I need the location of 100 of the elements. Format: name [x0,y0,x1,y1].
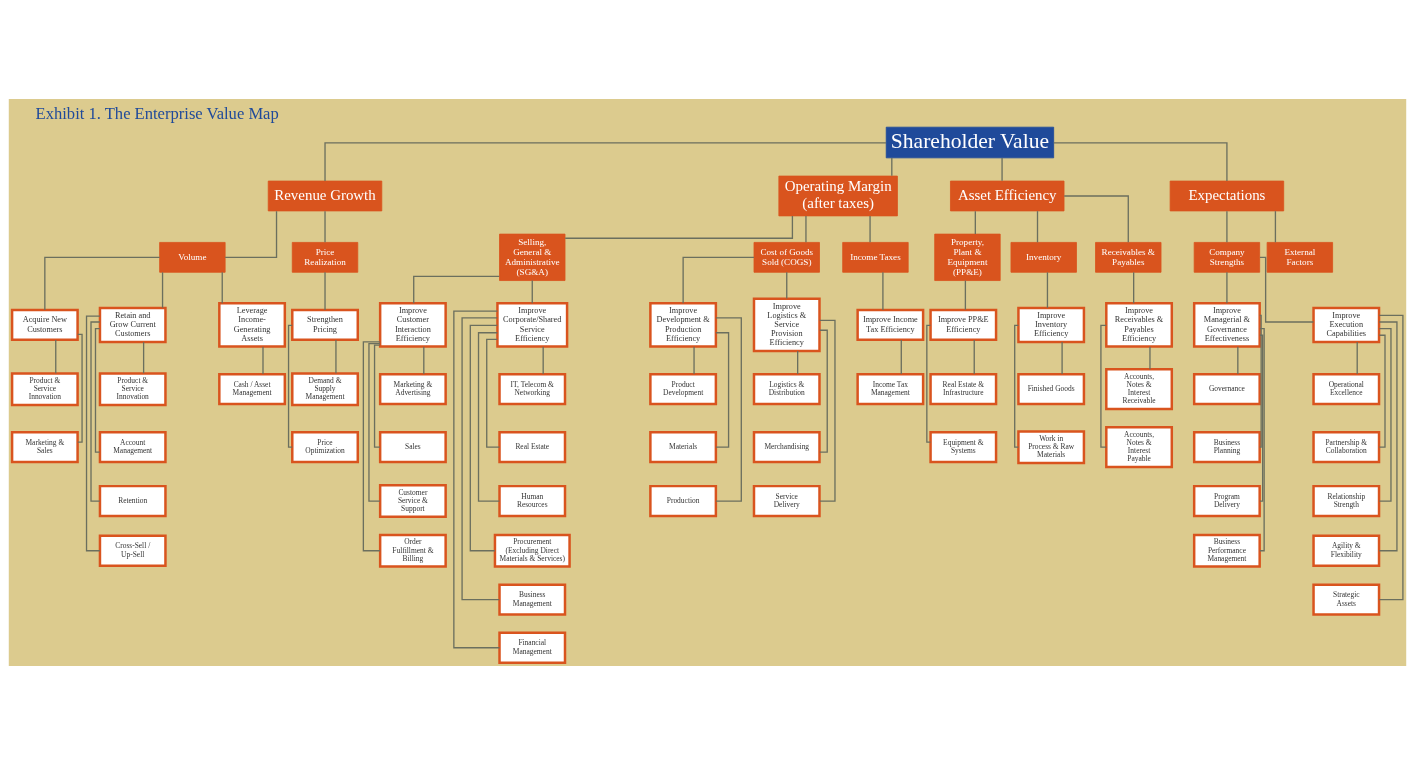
node-box: Improve PP&E Efficiency [929,308,998,342]
connector [1378,314,1404,601]
connector [1259,256,1315,323]
node-box: Cost of Goods Sold (COGS) [753,242,820,273]
connector [973,339,975,375]
connector [44,256,161,311]
connector [161,271,164,309]
connector [224,210,278,258]
connector [682,256,755,304]
connector [1237,345,1239,375]
node-box: Improve Income Tax Efficiency [856,308,925,342]
node-box: Program Delivery [1192,484,1261,518]
node-box: Acquire New Customers [10,308,79,342]
node-box: Work in Process & Raw Materials [1017,430,1086,465]
node-box: Agility & Flexibility [1312,534,1381,567]
node-box: Improve Development & Production Efficiency [649,302,718,348]
connector [797,350,799,375]
connector [531,279,533,304]
connector [94,327,101,453]
connector [453,310,501,649]
connector [324,271,326,311]
connector [786,271,788,300]
connector [1356,341,1358,375]
node-box: Volume [159,242,226,273]
connector [1259,314,1262,448]
connector [964,279,967,311]
connector [461,317,500,601]
node-box: Production [649,484,718,518]
connector [85,315,101,552]
node-box: Business Management [498,583,567,616]
connector [413,275,500,304]
node-box: IT, Telecom & Networking [498,372,567,406]
connector [974,210,976,235]
connector [486,338,501,448]
connector [1014,324,1019,448]
node-box: Retention [98,484,167,518]
connector [324,210,326,243]
connector [77,333,83,443]
node-box: Improve Managerial & Governance Effectiveness [1192,302,1261,348]
connector [469,324,498,552]
node-box: Real Estate [498,431,567,464]
node-box: Revenue Growth [267,180,383,212]
node-box: Sales [378,431,447,464]
connector [1259,334,1264,502]
node-box: Cash / Asset Management [218,372,287,406]
node-box: Financial Management [498,631,567,664]
connector [819,329,828,453]
connector [1226,271,1228,304]
connector [1046,271,1049,309]
connector [287,324,293,448]
node-box: Relationship Strength [1312,484,1381,518]
node-box: Improve Corporate/Shared Service Efficiency [496,302,569,348]
connector [1378,327,1392,502]
node-box: Procurement (Excluding Direct Materials & Services) [493,533,571,568]
connector [1036,210,1039,243]
node-box: Asset Efficiency [950,180,1065,212]
node-box: Governance [1192,372,1261,406]
node-box: Equipment & Systems [929,431,998,464]
node-box: Improve Customer Interaction Efficiency [378,302,447,348]
connector [55,339,57,374]
connector [373,344,381,448]
connector [477,332,501,502]
connector [542,345,544,375]
node-box: Strategic Assets [1312,583,1381,616]
connector [1226,210,1228,243]
node-box: Account Management [98,431,167,464]
node-box: Order Fulfillment & Billing [378,533,447,568]
connector [368,342,381,502]
node-box: Inventory [1010,242,1077,273]
connector [805,215,807,243]
connector [1133,271,1135,304]
node-box: Service Delivery [752,484,821,518]
connector [1001,157,1003,182]
node-box: Receivables & Payables [1095,242,1162,273]
node-box: Marketing & Advertising [378,372,447,406]
connector [900,339,902,375]
connector [1053,142,1228,182]
node-box: Income Tax Management [856,372,925,406]
connector [564,215,794,239]
connector [926,324,932,443]
node-box: Business Performance Management [1192,533,1261,568]
node-box: Expectations [1169,180,1285,212]
node-box: Real Estate & Infrastructure [929,372,998,406]
node-box: Materials [649,431,718,464]
node-box: Accounts, Notes & Interest Payable [1105,426,1174,469]
node-box: Property, Plant & Equipment (PP&E) [934,233,1001,281]
connector [1378,334,1386,448]
connector [142,341,145,374]
node-box: Improve Execution Capabilities [1312,306,1381,344]
node-box: Improve Logistics & Service Provision Efficiency [752,297,821,353]
node-box: Operational Excellence [1312,372,1381,406]
node-box: Improve Inventory Efficiency [1017,306,1086,344]
node-box: Product Development [649,372,718,406]
connector [335,339,337,374]
node-box: Improve Receivables & Payables Efficiency [1105,302,1174,348]
node-box: Operating Margin (after taxes) [778,175,898,217]
node-box: Strengthen Pricing [291,308,359,342]
connector [882,271,884,311]
connector [90,321,101,502]
node-box: Product & Service Innovation [98,372,167,407]
